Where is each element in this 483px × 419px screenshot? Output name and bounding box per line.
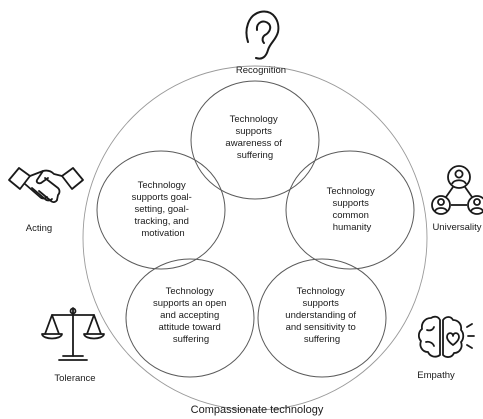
petal-open-attitude-line: suffering	[173, 334, 209, 345]
universality-label: Universality	[432, 222, 481, 233]
petal-common-humanity-text: Technology supports common humanity	[327, 186, 378, 233]
petal-understanding-line: suffering	[304, 334, 340, 345]
petal-open-attitude-line: supports an open	[153, 298, 226, 309]
petal-understanding-line: Technology	[297, 286, 345, 297]
tolerance-label: Tolerance	[54, 373, 95, 384]
petal-common-humanity	[285, 150, 415, 270]
petal-open-attitude-line: attitude toward	[159, 322, 221, 333]
petal-understanding-line: understanding of	[285, 310, 356, 321]
petal-goal-setting-line: supports goal-	[132, 192, 192, 203]
petal-awareness-line: Technology	[230, 114, 278, 125]
ear-icon	[245, 10, 280, 60]
brain-heart-icon	[417, 315, 475, 358]
petal-goal-setting-line: motivation	[141, 228, 184, 239]
petal-awareness	[190, 80, 320, 200]
acting-label: Acting	[26, 223, 52, 234]
petals	[96, 80, 415, 378]
petal-awareness-line: suffering	[237, 150, 273, 161]
petal-common-humanity-line: Technology	[327, 186, 375, 197]
network-people-icon	[431, 165, 483, 215]
petal-common-humanity-line: common	[332, 210, 368, 221]
petal-common-humanity-line: humanity	[333, 222, 372, 233]
petal-common-humanity-line: supports	[332, 198, 369, 209]
petal-awareness-line: supports	[235, 126, 272, 137]
petal-understanding	[257, 258, 387, 378]
petal-goal-setting-line: Technology	[138, 180, 186, 191]
petal-understanding-line: supports	[302, 298, 339, 309]
petal-understanding-text: Technology supports understanding of and…	[285, 286, 358, 345]
outer-circle-label: Compassionate technology	[191, 404, 324, 416]
petal-goal-setting-line: setting, goal-	[134, 204, 188, 215]
petal-goal-setting-text: Technology supports goal- setting, goal-…	[132, 180, 195, 239]
balance-scale-icon	[41, 307, 105, 361]
petal-open-attitude-line: Technology	[166, 286, 214, 297]
outer-circle	[82, 65, 428, 411]
petal-understanding-line: and sensitivity to	[286, 322, 356, 333]
petal-open-attitude	[125, 258, 255, 378]
handshake-icon	[8, 167, 84, 203]
petal-awareness-text: Technology supports awareness of sufferi…	[225, 114, 284, 161]
recognition-label: Recognition	[236, 65, 286, 76]
petal-open-attitude-text: Technology supports an open and acceptin…	[153, 286, 229, 345]
petal-awareness-line: awareness of	[225, 138, 282, 149]
petal-open-attitude-line: and accepting	[160, 310, 219, 321]
petal-goal-setting-line: tracking, and	[134, 216, 188, 227]
petal-goal-setting	[96, 150, 226, 270]
empathy-label: Empathy	[417, 370, 455, 381]
